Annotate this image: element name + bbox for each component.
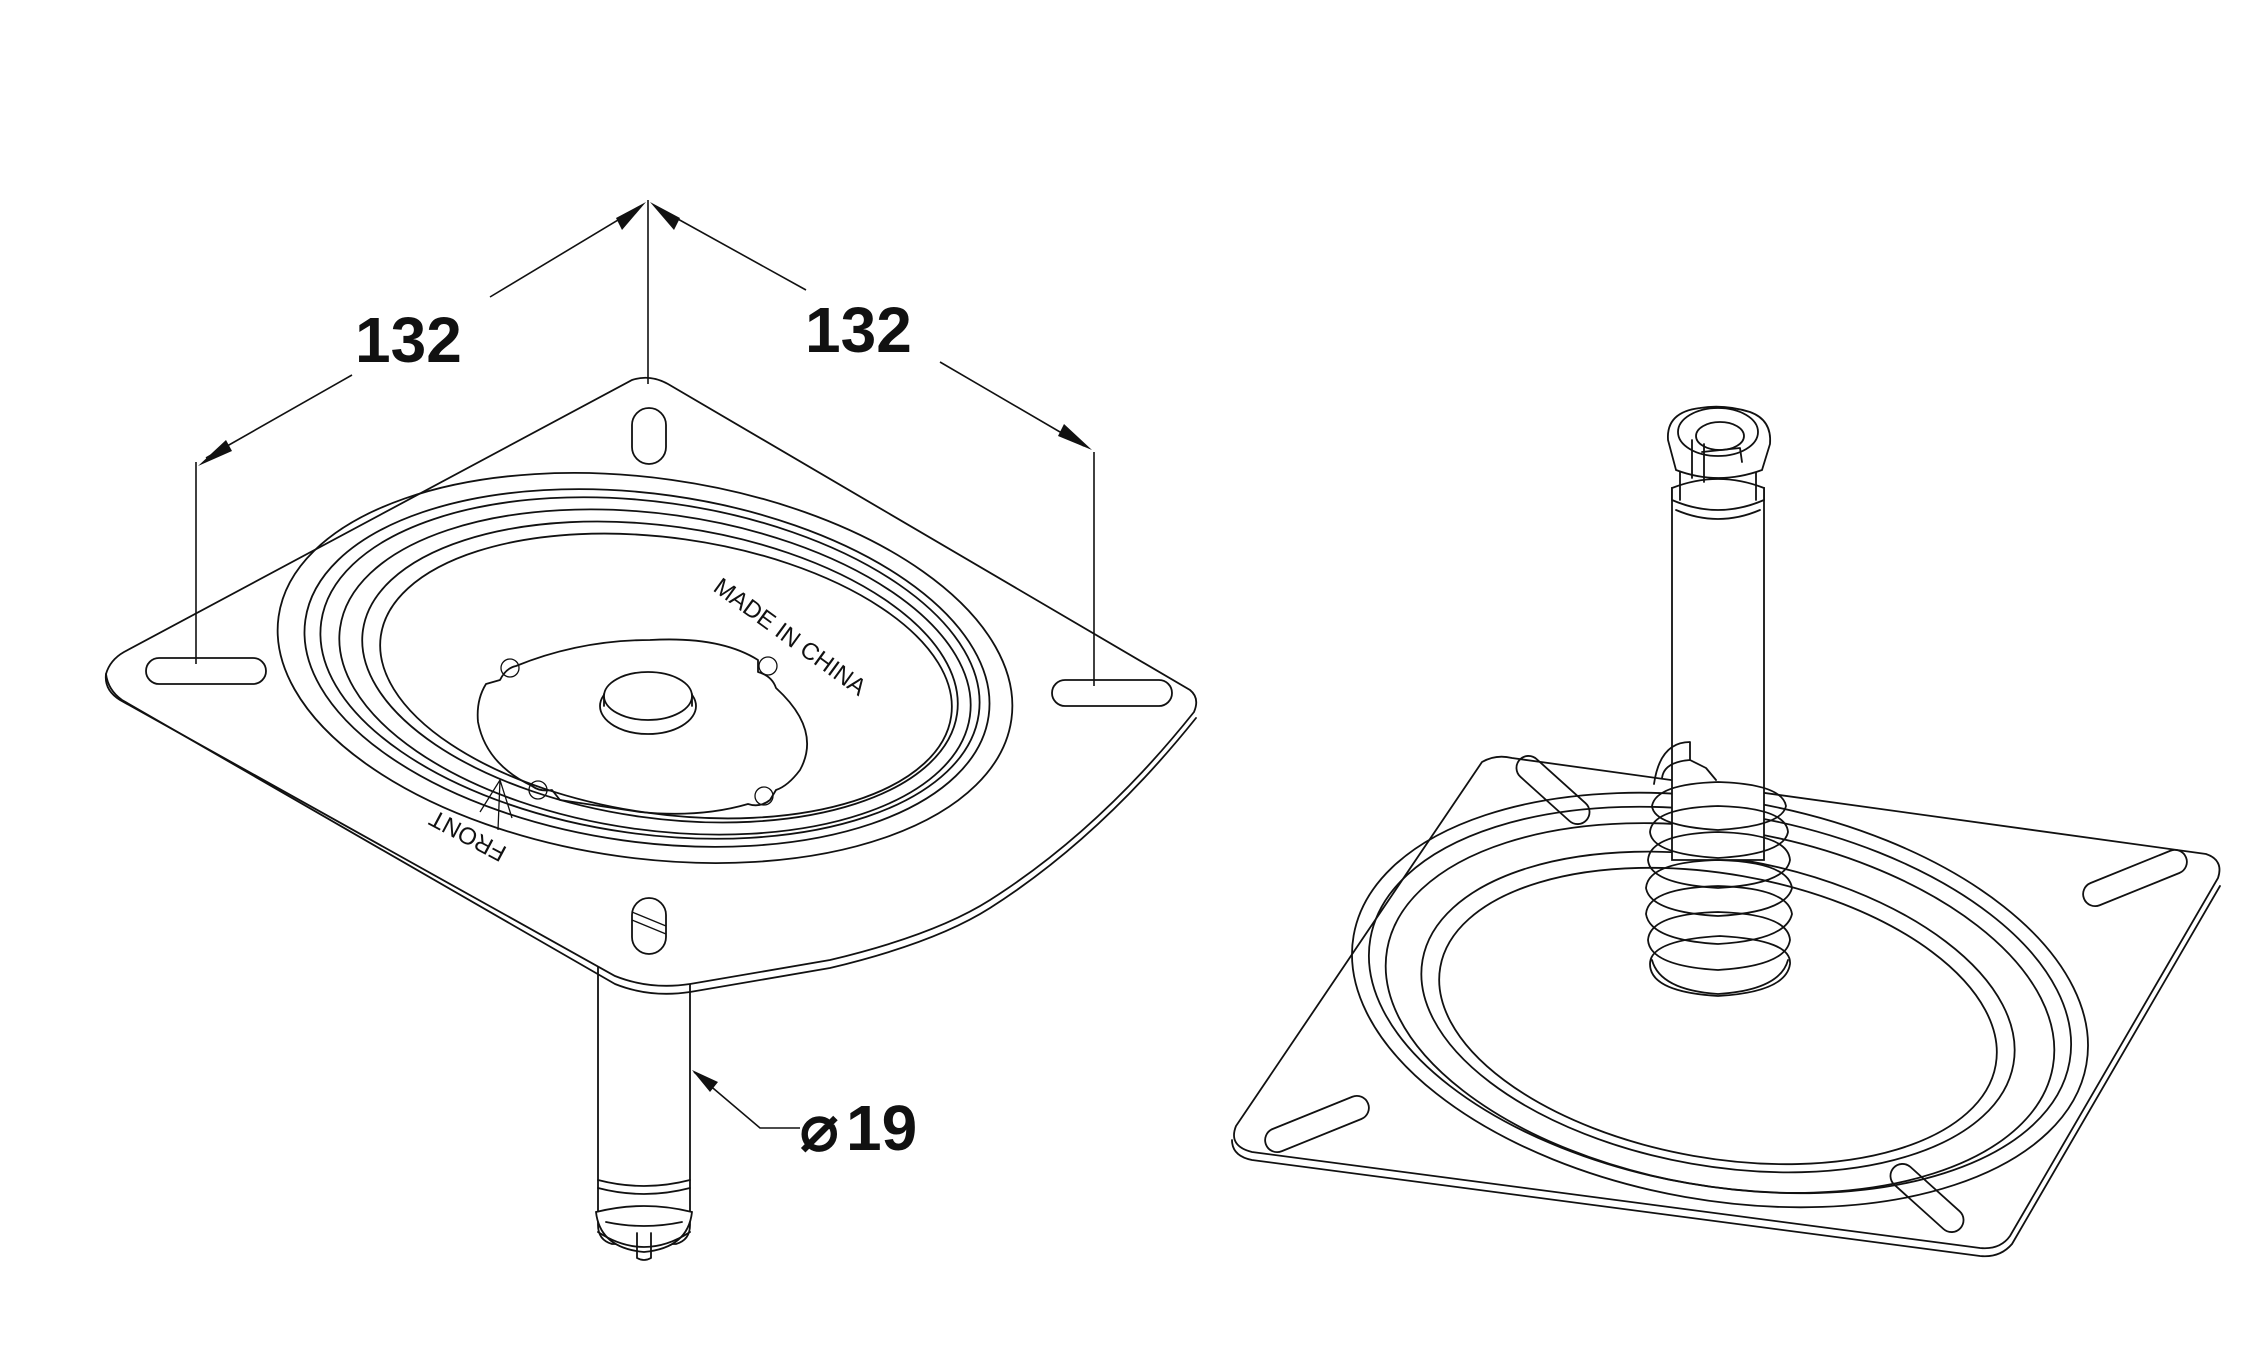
- dimension-lines: [195, 200, 1095, 1129]
- inner-disc: [476, 638, 808, 815]
- mounting-slots: [145, 407, 1173, 955]
- swivel-top-view: MADE IN CHINA FRONT 132 132 ⌀ 19: [104, 200, 1198, 1261]
- slot-right: [1051, 679, 1173, 707]
- dimension-label-right: 132: [805, 294, 912, 366]
- diameter-value: 19: [846, 1092, 917, 1164]
- diameter-symbol: ⌀: [800, 1092, 839, 1164]
- coil-spring: [1645, 741, 1793, 997]
- shaft-lower: [595, 959, 693, 1261]
- slot-left: [145, 657, 267, 685]
- diameter-label: ⌀ 19: [800, 1092, 917, 1164]
- shaft-upper: [1667, 405, 1772, 861]
- slot-top: [631, 407, 667, 465]
- swivel-perspective-view: [1231, 405, 2221, 1258]
- front-arrow-icon: [479, 778, 513, 831]
- mounting-slots-perspective: [1264, 755, 2188, 1233]
- dimension-label-left: 132: [355, 304, 462, 376]
